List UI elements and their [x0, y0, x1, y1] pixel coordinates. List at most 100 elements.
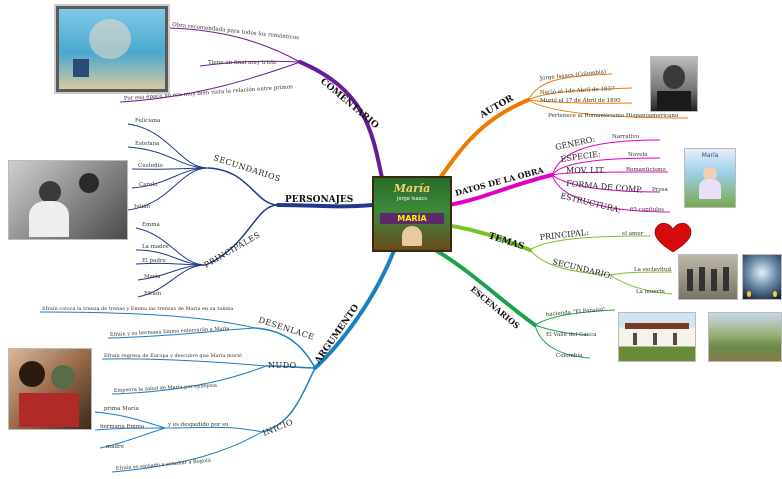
connector	[94, 411, 166, 429]
datos-key: MOV. LIT.	[566, 166, 605, 175]
connector	[265, 365, 316, 369]
temas-secundario-key: SECUNDARIO:	[552, 257, 614, 281]
inicio-item: Efraín es enviado a estudiar a Bogotá	[116, 457, 212, 472]
inicio-item: madre	[106, 444, 124, 450]
temas-principal-value: el amor	[622, 231, 644, 237]
connector	[551, 139, 661, 176]
secundarios-label: SECUNDARIOS	[212, 153, 281, 183]
branch-argumento	[313, 246, 397, 370]
desenlace-item: Efraín coloca la trenza de trenas y Emma…	[42, 305, 233, 312]
datos-value: Narrativo	[612, 134, 640, 140]
secundario-name: Custodio	[138, 163, 163, 169]
center-title: María	[393, 182, 431, 195]
branch-datos	[446, 173, 554, 207]
nudo-label: NUDO	[268, 361, 297, 370]
connector	[137, 264, 207, 298]
connector	[39, 311, 256, 329]
branch-comentario	[298, 60, 384, 180]
slaves-drawing	[678, 254, 738, 300]
inicio-item: hermana Emma	[100, 424, 145, 430]
connector	[99, 427, 166, 449]
comentario-item: Tiene un final muy triste	[208, 60, 277, 66]
desenlace-label: DESENLACE	[257, 315, 315, 342]
connector	[527, 99, 689, 119]
autor-item: Jorge Isaacs (Colombia)	[538, 68, 606, 82]
connector	[529, 249, 611, 276]
autor-item: Murió el 17 de Abril de 1895	[540, 97, 621, 104]
beach-couple-photo	[56, 6, 168, 92]
connector	[551, 174, 671, 213]
escenario-item: El Valle del Cauca	[546, 332, 597, 338]
principal-name: Emma	[142, 222, 160, 228]
connector	[261, 367, 316, 433]
center-book-cover: María Jorge Isaacs MARÍA	[372, 176, 452, 252]
escenario-item: Colombia	[556, 353, 583, 359]
author-portrait-photo	[650, 56, 698, 112]
connector	[527, 87, 633, 101]
connector	[199, 60, 301, 67]
secundario-name: Carolo	[139, 182, 158, 188]
principal-name: El padre	[142, 258, 166, 264]
principal-name: María	[144, 273, 161, 280]
connector	[207, 167, 279, 206]
nudo-item: Efraín regresa de Europa y descubre que …	[104, 352, 242, 359]
romantic-couple-painting	[8, 348, 92, 430]
autor-item: Nació el 1de Abril de 1837	[540, 85, 615, 96]
connector	[111, 431, 263, 473]
inicio-item: y es despedido por su	[167, 422, 229, 428]
temas-secundario-value: La esclavitud	[634, 267, 671, 273]
comentario-item: Obra recomendada para todos los romántic…	[172, 21, 300, 41]
branch-label-comentario: COMENTARIO	[318, 77, 380, 132]
ghost-woman-image	[742, 254, 782, 300]
principal-name: La madre	[142, 244, 169, 250]
cover-figure	[402, 226, 422, 246]
connector	[527, 99, 633, 104]
connector	[119, 61, 301, 103]
center-label: MARÍA	[380, 213, 444, 224]
secundario-name: Estefana	[135, 141, 160, 147]
connector	[534, 324, 591, 359]
desenlace-item: Efraín y su hermana Emma enterrarán a Ma…	[110, 325, 230, 338]
datos-key: GÉNERO:	[555, 135, 596, 152]
connector	[534, 309, 616, 326]
inicio-item: prima María	[104, 405, 139, 412]
connector	[169, 27, 301, 63]
datos-key: ESPECIE:	[560, 149, 601, 164]
connector	[254, 327, 316, 369]
datos-value: Prosa	[652, 187, 668, 193]
datos-key: FORMA DE COMP.	[566, 179, 643, 195]
center-subtitle: Jorge Isaacs	[397, 196, 427, 202]
branch-label-argumento: ARGUMENTO	[313, 303, 362, 367]
connector	[534, 324, 589, 336]
escenario-item: hacienda "El Paraíso"	[546, 306, 607, 318]
connector	[127, 123, 209, 169]
connector	[529, 235, 651, 251]
branch-personajes	[276, 203, 374, 209]
principales-label: PRINCIPALES	[203, 230, 262, 269]
nudo-item: Empeora la salud de María por epilepsia	[114, 382, 217, 394]
branch-temas	[443, 223, 532, 252]
datos-key: ESTRUCTURA:	[560, 191, 622, 215]
heart-icon	[654, 222, 692, 253]
connector	[101, 358, 267, 367]
connector	[127, 167, 209, 211]
connector	[111, 365, 267, 395]
connector	[551, 174, 661, 193]
secundario-name: Julián	[133, 203, 151, 210]
connector	[127, 146, 209, 169]
valley-landscape-photo	[708, 312, 782, 362]
inicio-label: INICIO	[261, 417, 294, 437]
connector	[131, 167, 209, 189]
datos-value: Novela	[628, 152, 648, 158]
connector	[94, 427, 166, 431]
connector	[107, 327, 256, 339]
branch-autor	[438, 98, 530, 180]
connector	[205, 204, 279, 266]
connector	[551, 157, 661, 176]
branch-escenarios	[430, 246, 537, 327]
principal-name: Efraín	[144, 290, 162, 297]
autor-item: Pertenece al Romanticismo Hispanoamerica…	[548, 113, 679, 119]
datos-value: 65 capítulos	[630, 206, 664, 213]
